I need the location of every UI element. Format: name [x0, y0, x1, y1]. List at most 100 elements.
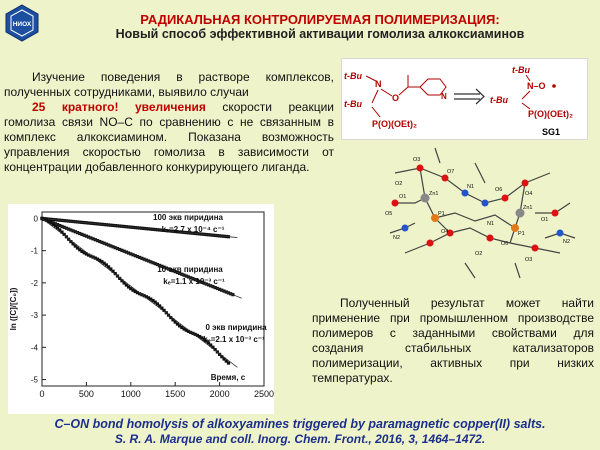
atom-label: P1 — [438, 211, 445, 217]
data-point — [222, 357, 226, 361]
reference-title: C–ON bond homolysis of alkoxyamines trig… — [54, 417, 546, 431]
right-phosphonate-label: P(O)(OEt)₂ — [528, 109, 573, 119]
intro-text-1: Изучение поведения в растворе комплексов… — [4, 70, 334, 99]
x-tick-label: 500 — [79, 389, 94, 399]
data-point — [84, 252, 88, 256]
data-point — [98, 258, 102, 262]
right-tbu-label-2: t-Bu — [490, 95, 508, 105]
series-0-label: 0 экв пиридина — [205, 323, 267, 332]
data-point — [142, 294, 146, 298]
data-point — [180, 325, 184, 330]
left-n-label: N — [375, 79, 382, 89]
reference-citation: S. R. A. Marque and coll. Inorg. Chem. F… — [114, 432, 486, 446]
atom-label: O6 — [495, 187, 502, 193]
data-point — [51, 222, 55, 226]
data-point — [186, 329, 191, 333]
data-point — [73, 244, 77, 248]
data-point — [169, 315, 173, 320]
data-point — [189, 330, 193, 334]
x-tick-label: 2500 — [254, 389, 274, 399]
nioch-logo: НИОХ — [5, 4, 39, 42]
x-axis-label: Время, с — [211, 373, 246, 382]
atom-label: N1 — [467, 184, 474, 190]
atom-label: Zn1 — [523, 205, 532, 211]
data-point — [211, 345, 215, 349]
intro-text-2: скорости реакции гомолиза связи NO–C по … — [4, 100, 335, 174]
data-point — [209, 343, 213, 347]
data-point — [155, 302, 160, 306]
intro-paragraph: Изучение поведения в растворе комплексов… — [4, 70, 334, 175]
intro-highlight: 25 кратного! увеличения — [32, 100, 206, 114]
data-point — [80, 249, 84, 253]
data-point — [171, 318, 175, 322]
data-point — [124, 283, 128, 287]
data-point — [71, 242, 75, 246]
crystal-structure: O3 O2 N1 O7 O6 Zn1 P1 O5 O1 O4 N2 O6 O4 … — [385, 147, 576, 279]
data-point — [151, 298, 155, 303]
series-0-k: kₑ=2.1 x 10⁻³ c⁻¹ — [203, 335, 265, 344]
atom-label: P1 — [518, 231, 525, 237]
data-point — [69, 240, 73, 244]
data-point — [53, 224, 57, 228]
data-point — [95, 257, 100, 261]
data-point — [213, 347, 217, 352]
atom-label: O3 — [525, 257, 532, 263]
y-tick-label: -1 — [31, 247, 39, 256]
data-point — [204, 339, 208, 343]
data-point — [220, 355, 224, 359]
data-point — [149, 297, 153, 301]
data-point — [60, 230, 64, 234]
data-point — [78, 248, 82, 252]
data-point — [109, 267, 113, 271]
fit-line — [41, 218, 238, 238]
y-tick-label: 0 — [34, 214, 39, 223]
sg1-label: SG1 — [542, 127, 560, 137]
data-point — [133, 289, 137, 294]
data-point — [49, 221, 53, 225]
page-title: РАДИКАЛЬНАЯ КОНТРОЛИРУЕМАЯ ПОЛИМЕРИЗАЦИЯ… — [140, 12, 500, 27]
data-point — [120, 279, 124, 283]
data-point — [87, 253, 91, 257]
atom-label: O6 — [501, 241, 508, 247]
series-10-k: kₑ=1.1 x 10⁻³ c⁻¹ — [163, 277, 225, 286]
atom-label: O2 — [395, 181, 402, 187]
reaction-scheme: t-Bu N O t-Bu P(O)(OEt)₂ N t-Bu N–O t-Bu… — [341, 58, 588, 140]
data-point — [42, 217, 46, 222]
data-point — [173, 320, 177, 324]
y-tick-label: -3 — [31, 311, 39, 320]
data-point — [138, 292, 142, 296]
data-point — [102, 261, 106, 265]
y-tick-label: -4 — [31, 343, 39, 352]
data-point — [113, 272, 117, 276]
data-point — [93, 256, 97, 260]
data-point — [158, 304, 162, 308]
data-point — [218, 352, 222, 356]
result-paragraph: Полученный результат может найти примене… — [312, 296, 594, 386]
series-100-label: 100 экв пиридина — [153, 213, 224, 222]
data-point — [146, 296, 151, 300]
left-o-label: O — [392, 93, 399, 103]
data-point — [178, 324, 182, 328]
atom-label: Zn1 — [429, 191, 438, 197]
left-phosphonate-label: P(O)(OEt)₂ — [372, 119, 417, 129]
data-point — [198, 334, 202, 339]
data-point — [160, 306, 164, 310]
fit-line — [41, 218, 238, 368]
left-tbu-label-2: t-Bu — [344, 99, 362, 109]
atom-label: O7 — [447, 169, 454, 175]
x-tick-label: 2000 — [210, 389, 230, 399]
data-point — [224, 359, 228, 363]
data-point — [202, 337, 206, 341]
data-point — [193, 332, 197, 336]
atom-label: O4 — [525, 191, 532, 197]
atom-label: O1 — [399, 194, 406, 200]
atom-label: N1 — [487, 221, 494, 227]
plot-frame — [41, 211, 265, 387]
data-point — [55, 226, 60, 230]
data-point — [126, 285, 131, 289]
data-point — [182, 327, 186, 331]
data-point — [100, 260, 104, 264]
right-no-label: N–O — [527, 81, 546, 91]
